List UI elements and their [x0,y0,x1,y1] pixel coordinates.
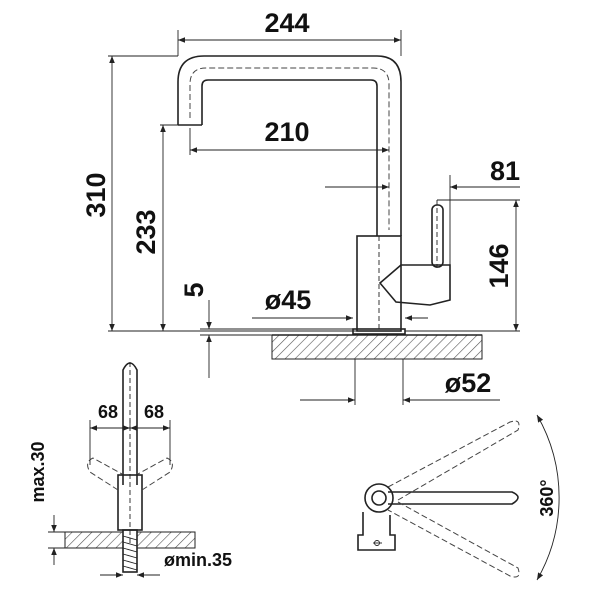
threaded-shank [122,529,138,573]
countertop-section [271,334,483,360]
label-min35: ømin.35 [164,550,232,570]
label-244: 244 [264,8,309,38]
label-max30: max.30 [28,441,48,502]
front-view: 68 68 max.30 ømin.35 [28,362,232,578]
spout-position-center [388,491,519,505]
label-68-right: 68 [144,402,164,422]
label-52: ø52 [445,368,492,398]
spout-position-down [387,501,520,578]
base-plate [352,328,406,335]
spout-inner-outline [201,79,378,236]
faucet-hub [364,483,394,513]
label-210: 210 [264,117,309,147]
spout-outline [177,55,402,236]
label-233: 233 [131,209,161,254]
handle-swing-right [137,457,173,491]
front-countertop [64,531,124,549]
label-360: 360° [537,479,557,516]
label-68-left: 68 [98,402,118,422]
handle-swing-left [87,457,123,491]
label-5: 5 [179,282,209,297]
lever-stem [431,204,444,268]
label-81: 81 [490,156,520,186]
side-view: 244 210 81 310 233 146 5 ø45 ø52 [81,8,520,405]
label-310: 310 [81,172,111,217]
label-146: 146 [484,243,514,288]
spout-position-up [387,420,520,501]
mounting-bracket [357,512,396,551]
top-view: 360° [357,414,560,581]
lever-handle [378,264,451,306]
rotation-arc [536,414,560,581]
label-45: ø45 [265,285,312,315]
spout-centerline [189,67,390,230]
